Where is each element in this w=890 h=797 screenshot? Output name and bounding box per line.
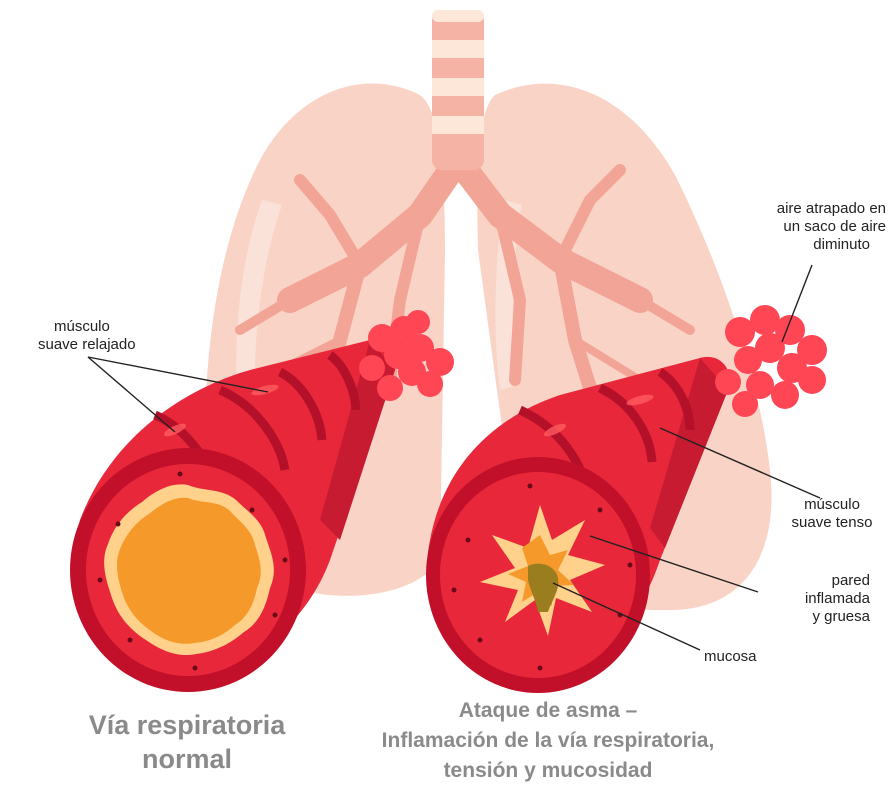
inflamed-wall-line-3: y gruesa (770, 608, 870, 626)
trapped-air-label: aire atrapado en un saco de aire diminut… (716, 200, 886, 254)
trapped-air-line-3: diminuto (716, 236, 886, 254)
inflamed-wall-label: pared inflamada y gruesa (770, 572, 870, 626)
mucus-label: mucosa (704, 648, 757, 666)
relaxed-muscle-line-2: suave relajado (38, 336, 136, 354)
normal-caption: Vía respiratoria normal (62, 708, 312, 776)
normal-caption-line-1: Vía respiratoria (62, 708, 312, 742)
normal-caption-line-2: normal (62, 742, 312, 776)
relaxed-muscle-line-1: músculo (38, 318, 136, 336)
tense-muscle-line-1: músculo (780, 496, 884, 514)
tense-muscle-label: músculo suave tenso (780, 496, 884, 532)
asthma-caption: Ataque de asma – Inflamación de la vía r… (368, 696, 728, 786)
normal-airway (70, 339, 396, 692)
trapped-air-line-2: un saco de aire (716, 218, 886, 236)
trachea (432, 10, 484, 170)
inflamed-wall-line-2: inflamada (770, 590, 870, 608)
inflamed-wall-line-1: pared (770, 572, 870, 590)
trapped-air-line-1: aire atrapado en (716, 200, 886, 218)
asthma-caption-line-1: Ataque de asma – (368, 696, 728, 726)
asthma-caption-line-3: tensión y mucosidad (368, 756, 728, 786)
tense-muscle-line-2: suave tenso (780, 514, 884, 532)
asthma-caption-line-2: Inflamación de la vía respiratoria, (368, 726, 728, 756)
relaxed-muscle-label: músculo suave relajado (38, 318, 136, 354)
